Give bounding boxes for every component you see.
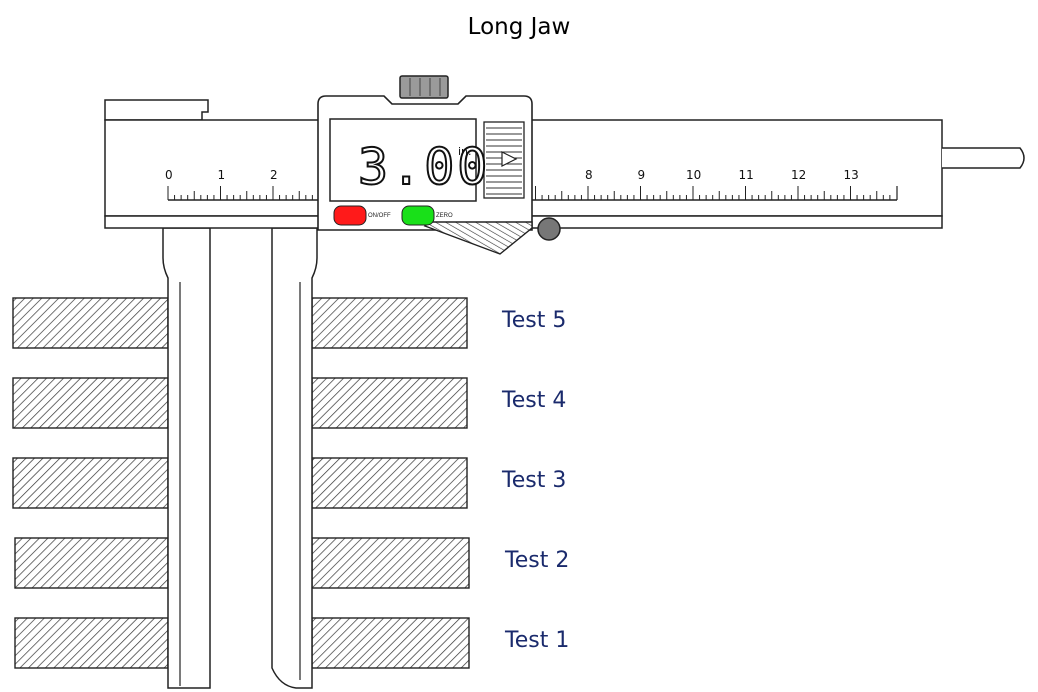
test-block-left (12, 297, 169, 349)
zero-button[interactable] (401, 205, 435, 226)
scale-ticks (167, 186, 898, 200)
zero-label: ZERO (436, 213, 453, 219)
scale-number: 1 (218, 168, 226, 182)
test-block-right (311, 377, 468, 429)
test-label: Test 3 (502, 468, 567, 493)
scale-number: 12 (791, 168, 806, 182)
scale-number: 10 (686, 168, 701, 182)
test-blocks (12, 297, 470, 669)
display-unit: in. (458, 145, 472, 158)
scale-number: 8 (585, 168, 593, 182)
scale-number: 11 (739, 168, 754, 182)
onoff-button[interactable] (333, 205, 367, 226)
thumb-roller[interactable] (399, 75, 449, 99)
display-value: 3.00 (358, 138, 490, 196)
test-block-right (311, 457, 468, 509)
test-block-right (311, 617, 470, 669)
scale-number: 9 (638, 168, 646, 182)
test-block-right (311, 537, 470, 589)
test-block-left (12, 457, 169, 509)
lcd-display (329, 118, 477, 202)
test-block-right (311, 297, 468, 349)
mode-arrow-icon (501, 151, 518, 167)
scale-number: 13 (844, 168, 859, 182)
lock-screw[interactable] (537, 217, 561, 241)
caliper-beam (104, 99, 1025, 229)
test-block-left (14, 617, 169, 669)
test-block-left (14, 537, 169, 589)
scale-number: 0 (165, 168, 173, 182)
right-jaw (271, 227, 318, 689)
test-label: Test 5 (502, 308, 567, 333)
lock-lever (423, 221, 533, 255)
scale-number: 2 (270, 168, 278, 182)
test-label: Test 1 (505, 628, 570, 653)
test-block-left (12, 377, 169, 429)
diagram-title: Long Jaw (467, 14, 571, 40)
left-jaw (162, 227, 211, 689)
onoff-label: ON/OFF (368, 213, 391, 219)
slider-head (317, 75, 561, 255)
test-label: Test 2 (505, 548, 570, 573)
test-label: Test 4 (502, 388, 567, 413)
